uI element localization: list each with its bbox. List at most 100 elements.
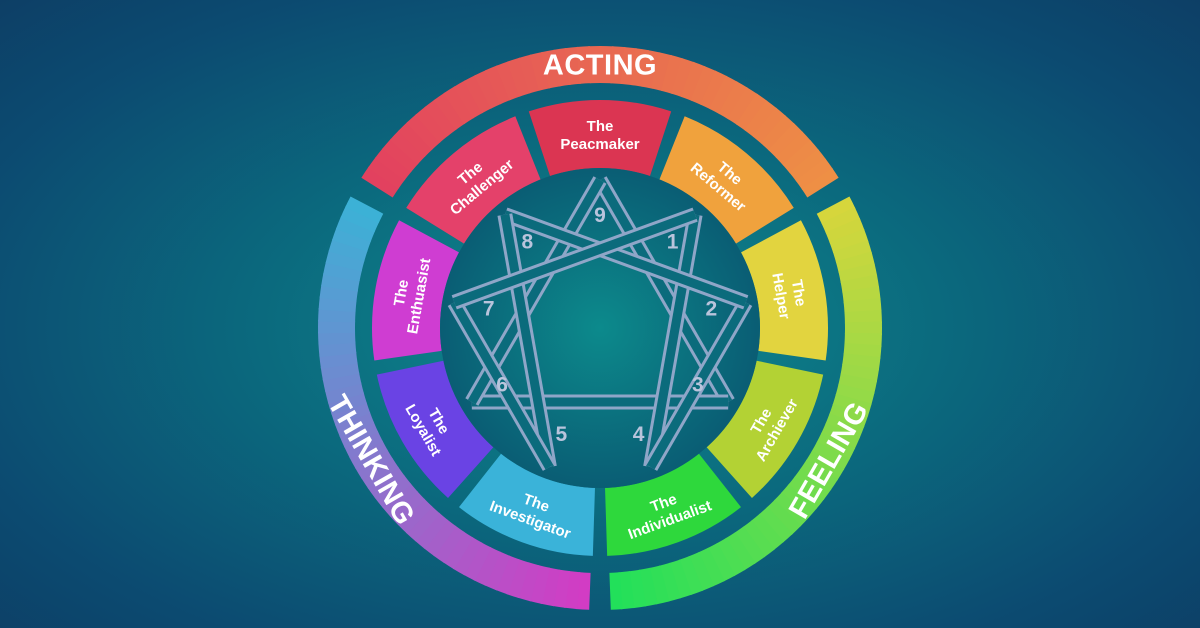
category-arc-segment [794, 467, 832, 500]
category-arc-segment [775, 131, 812, 166]
category-arc-segment [495, 555, 520, 595]
enneagram-star [447, 176, 753, 471]
category-arc-segment [328, 238, 368, 262]
category-arc-segment [688, 552, 715, 592]
type-segment-7 [372, 220, 459, 361]
category-arc-segment [389, 490, 426, 526]
category-arc-segment [433, 92, 466, 131]
category-arc-segment [576, 46, 592, 84]
category-arc-segment [381, 483, 419, 517]
category-arc-segment [405, 505, 441, 542]
type-number-8: 8 [522, 230, 534, 253]
category-arc-segment [332, 227, 372, 252]
category-arc-acting [361, 45, 839, 198]
star-line-inner [500, 213, 554, 468]
category-arc-segment [415, 106, 449, 143]
type-number-9: 9 [594, 204, 606, 227]
type-number-4: 4 [633, 423, 645, 446]
category-arc-segment [835, 383, 875, 406]
category-label-acting: ACTING [543, 50, 657, 82]
category-arc-segment [414, 512, 449, 550]
type-number-5: 5 [556, 423, 568, 446]
category-arc-segment [816, 432, 856, 461]
category-arc-segment [725, 532, 756, 571]
category-arc-segment [367, 466, 405, 499]
category-arc-segment [690, 65, 717, 105]
category-arc-segment [727, 87, 758, 126]
category-arc-segment [800, 459, 839, 491]
category-arc-segment [752, 107, 787, 144]
category-arc-segment [529, 51, 551, 91]
type-segment-8 [406, 116, 541, 244]
type-number-6: 6 [496, 374, 508, 397]
category-arc-segment [821, 422, 861, 450]
category-arc-segment [750, 513, 785, 551]
category-arc-segment [640, 49, 661, 89]
type-label-line2: Peacmaker [560, 136, 639, 153]
category-arc-segment [829, 403, 869, 428]
category-arc-thinking [317, 196, 591, 610]
category-arc-segment [325, 249, 365, 272]
category-arc-segment [661, 54, 684, 94]
category-arc-segment [766, 499, 802, 535]
category-arc-segment [844, 309, 882, 324]
category-arc-segment [835, 251, 875, 273]
category-arc-segment [506, 559, 530, 599]
category-arc-segment [474, 69, 502, 109]
category-arc-segment [349, 440, 388, 469]
category-arc-segment [423, 519, 457, 557]
category-arc-segment [367, 156, 406, 189]
category-arc-segment [317, 319, 356, 334]
type-segment-3 [706, 360, 824, 498]
category-arc-segment [331, 402, 371, 427]
category-arc-segment [397, 121, 433, 158]
category-arc-segment [345, 196, 384, 223]
category-arc-segment [406, 113, 441, 150]
type-ring [372, 100, 829, 556]
category-arc-segment [760, 114, 795, 151]
category-arc-segment [335, 411, 375, 438]
category-arc-segment [821, 207, 861, 234]
category-arc-segment [463, 74, 493, 114]
category-arc-segment [323, 261, 362, 282]
category-arc-segment [389, 130, 426, 165]
category-arc-segment [671, 58, 695, 98]
category-arc-segment [843, 297, 882, 314]
type-label-line1: The [587, 118, 614, 135]
category-arc-segment [424, 99, 457, 137]
category-arc-segment [716, 537, 746, 577]
category-arc-segment [452, 537, 483, 576]
category-arc-segment [552, 569, 571, 608]
category-arc-segment [344, 430, 383, 459]
category-arc-segment [744, 100, 778, 138]
category-arc-segment [787, 476, 825, 510]
star-line-inner [646, 213, 700, 468]
category-arc-segment [600, 46, 614, 84]
category-arc-segment [374, 147, 412, 181]
category-arc-segment [318, 308, 356, 323]
category-arc-segment [361, 458, 399, 490]
category-arc-segment [816, 196, 856, 225]
star-line-inner [503, 210, 748, 307]
star-line-inner [646, 300, 750, 470]
category-arc-segment [742, 520, 775, 558]
category-arc-segment [528, 565, 550, 605]
category-arc-segment [609, 572, 623, 610]
category-arc-segment [840, 363, 880, 383]
category-arc-segment [630, 48, 649, 87]
category-arc-segment [844, 332, 882, 347]
category-arc-segment [734, 526, 766, 565]
category-arc-segment [382, 138, 419, 173]
category-arc-segment [801, 167, 839, 198]
category-arc-segment [327, 392, 367, 415]
category-arc-segment [318, 341, 357, 358]
category-arc-segment [484, 551, 511, 591]
category-arc-segment [453, 80, 483, 119]
category-arc-segment [318, 331, 356, 346]
category-arc-segment [697, 547, 725, 587]
type-number-3: 3 [692, 374, 704, 397]
type-label-line1: The [788, 278, 809, 307]
